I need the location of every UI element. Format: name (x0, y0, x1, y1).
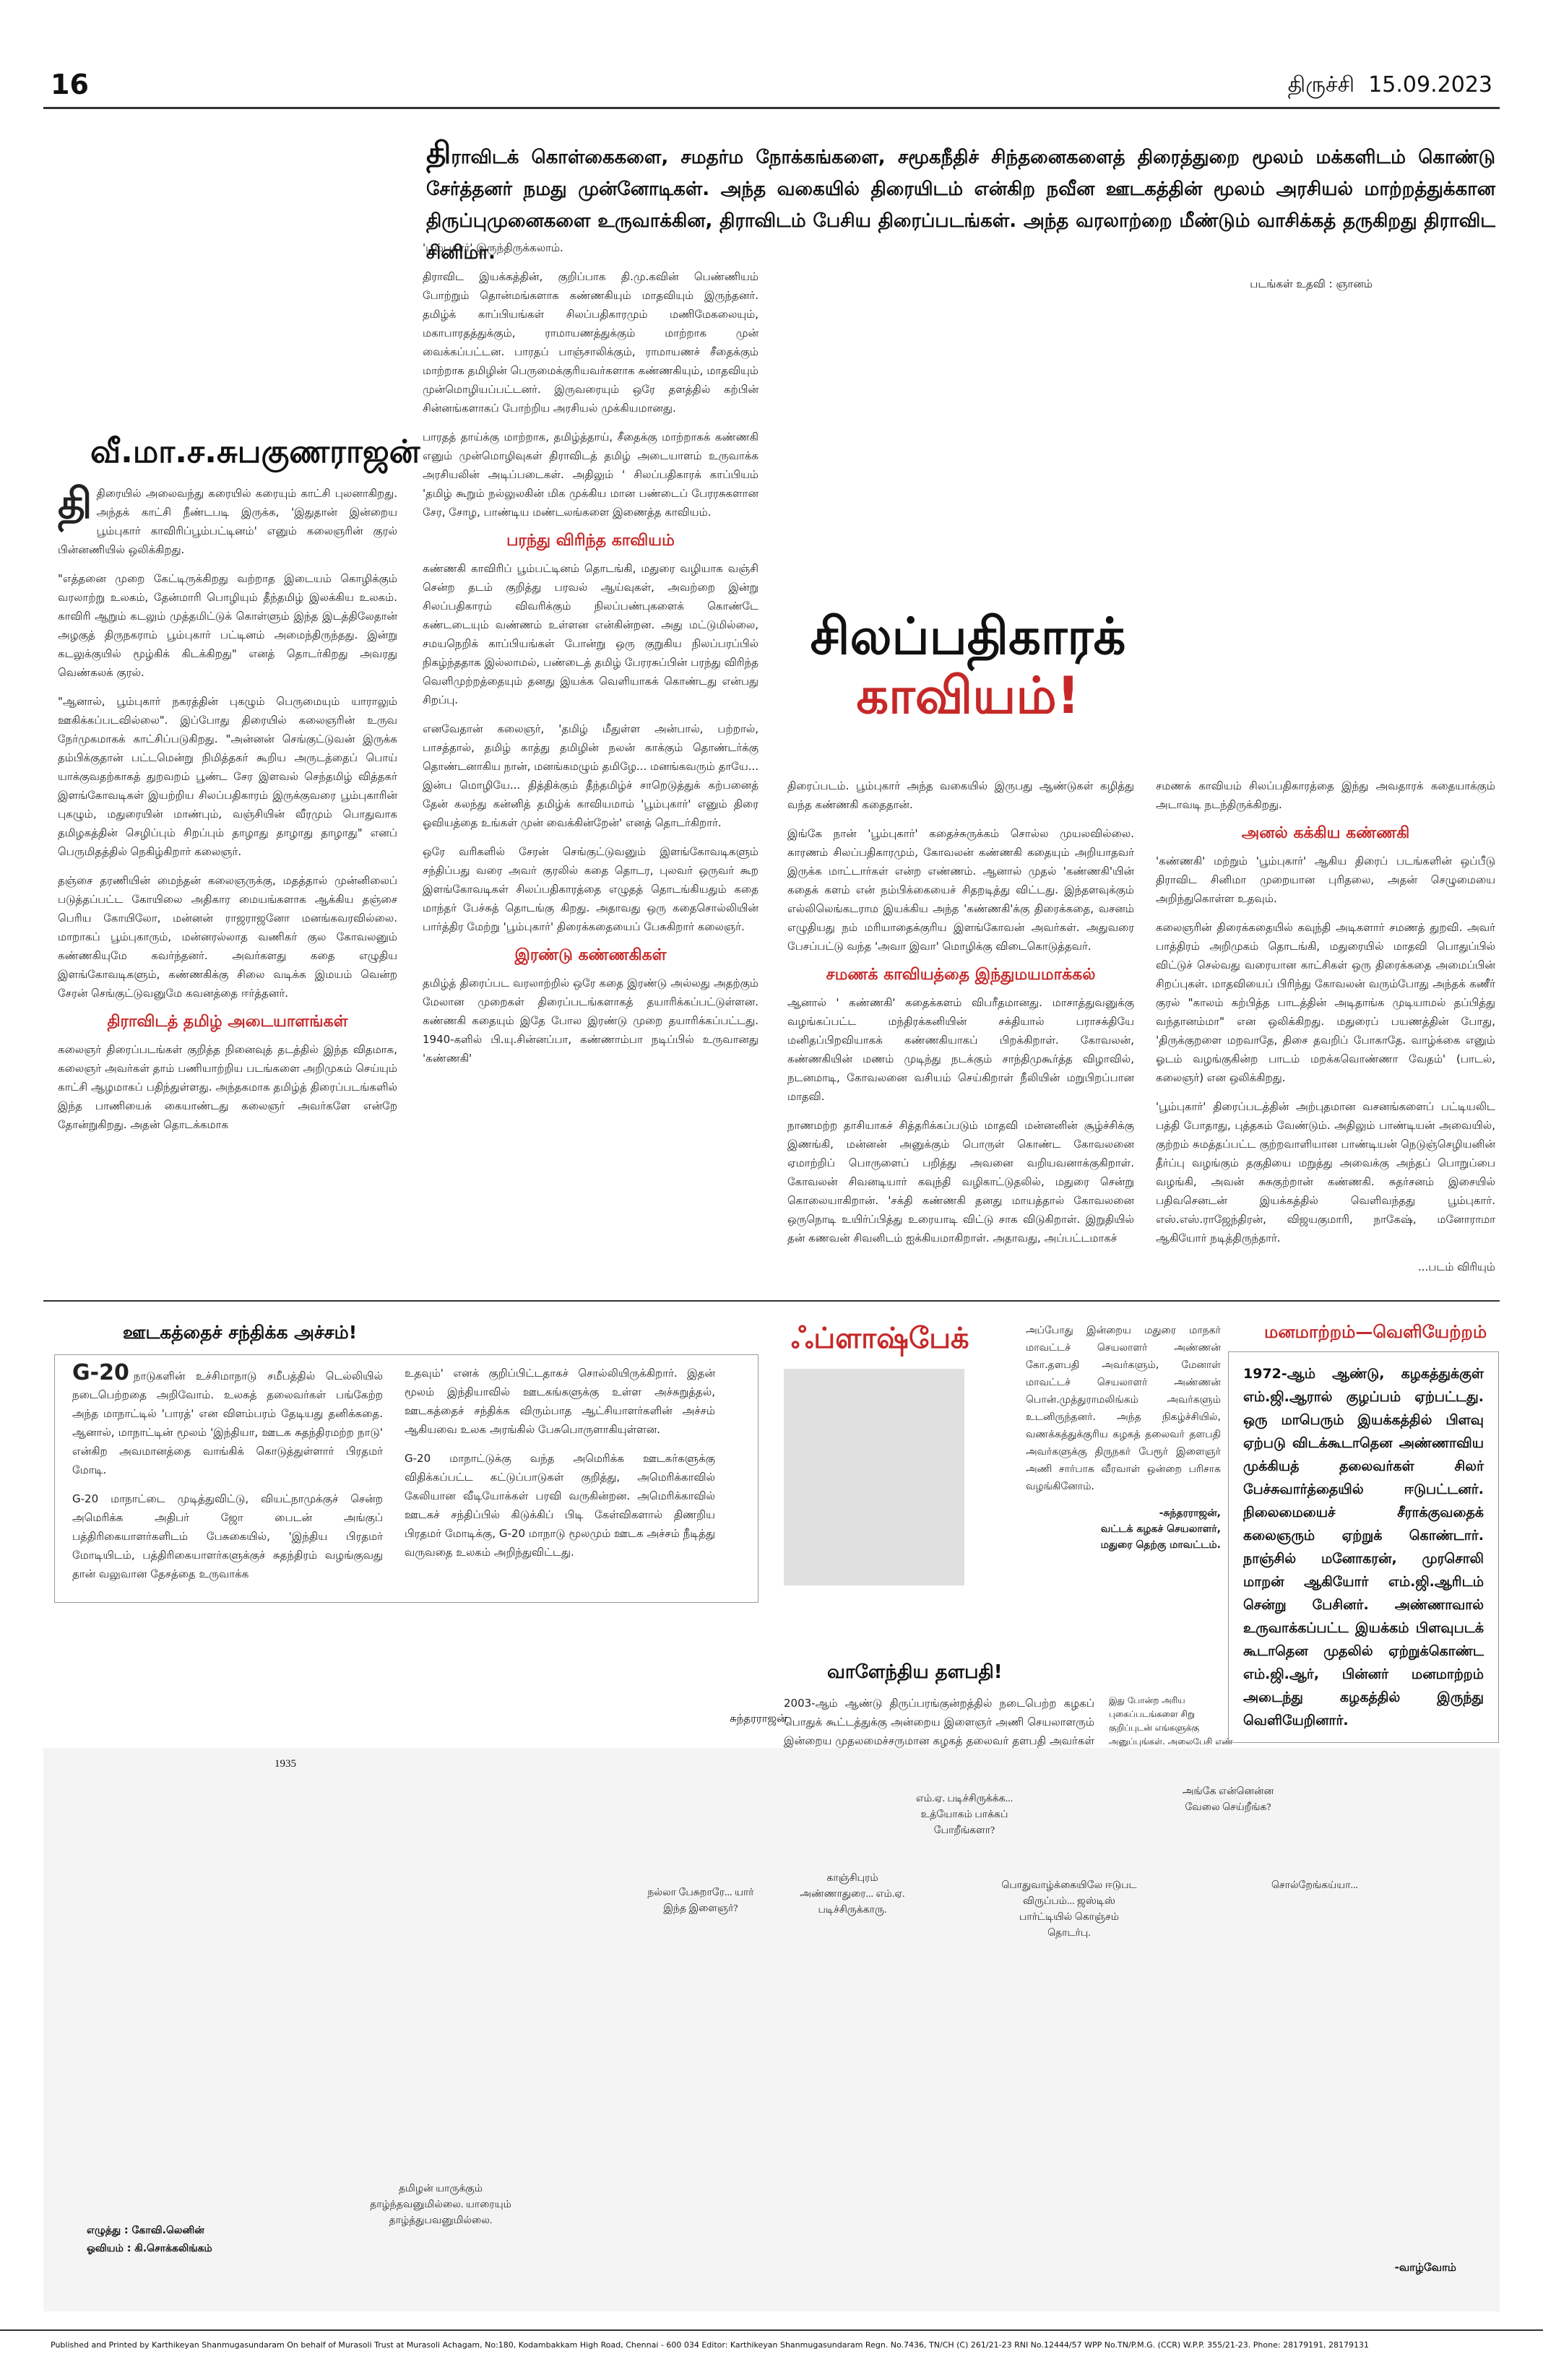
subhead-hinduisation: சமணக் காவியத்தை இந்துமயமாக்கல் (826, 966, 1096, 984)
speech-bubble-3: எம்.ஏ. படிச்சிருக்க்க... உத்யோகம் பாக்கப… (915, 1793, 1013, 1836)
imprint-line: Published and Printed by Karthikeyan Sha… (51, 2340, 1370, 2350)
edition-city: திருச்சி (1287, 72, 1355, 98)
speech-bubble-5: அங்கே என்னென்ன வேலை செய்றீங்க? (1182, 1786, 1274, 1813)
column-1: திதிரையில் அலைவந்து கரையில் கரையும் காட்… (58, 479, 397, 1144)
speech-bubble-2: காஞ்சிபுரம் அண்ணாதுரை... எம்.ஏ. படிச்சிர… (800, 1873, 905, 1916)
right-sidebar-text: 1972-ஆம் ஆண்டு, கழகத்துக்குள் எம்.ஜி.ஆரா… (1243, 1366, 1484, 1728)
intro-text: ராவிடக் கொள்கைகளை, சமதர்ம நோக்கங்களை, சம… (426, 147, 1495, 264)
right-sidebar: மனமாற்றம்—வெளியேற்றம் 1972-ஆம் ஆண்டு, கழ… (1228, 1322, 1499, 1743)
headline-line-2: காவியம்! (856, 666, 1080, 725)
col1-para-5: கலைஞர் திரைப்படங்கள் குறித்த நினைவுத் தட… (58, 1043, 397, 1131)
subhead-two-kannagis: இரண்டு கண்ணகிகள் (514, 946, 667, 964)
col1-para-3: "ஆனால், பூம்புகார் நகரத்தின் புகழும் பெர… (58, 695, 397, 858)
flashback-photo (784, 1369, 964, 1585)
col2-para-7: தமிழ்த் திரைப்பட வரலாற்றில் ஒரே கதை இரண்… (423, 977, 758, 1065)
subhead-dravidian-identity: திராவிடத் தமிழ் அடையாளங்கள் (107, 1013, 348, 1031)
col4-para-2: 'கண்ணகி' மற்றும் 'பூம்புகார்' ஆகிய திரைப… (1156, 854, 1495, 905)
comic-credit-artist: ஓவியம் : கி.சொக்கலிங்கம் (87, 2243, 212, 2254)
col2-para-2: திராவிட இயக்கத்தின், குறிப்பாக தி.மு.கவி… (423, 270, 758, 415)
speech-bubble-4: பொதுவாழ்க்கையிலே ஈடுபட விருப்பம்... ஜஸ்ட… (1001, 1880, 1137, 1939)
g20-title: ஊடகத்தைச் சந்திக்க அச்சம்! (123, 1322, 358, 1343)
g20-lead: G-20 (72, 1360, 129, 1385)
intro-block: திராவிடக் கொள்கைகளை, சமதர்ம நோக்கங்களை, … (426, 137, 1495, 292)
right-sidebar-title: மனமாற்றம்—வெளியேற்றம் (1264, 1322, 1487, 1342)
right-sidebar-box: 1972-ஆம் ஆண்டு, கழகத்துக்குள் எம்.ஜி.ஆரா… (1228, 1351, 1499, 1743)
column-3: திரைப்படம். பூம்புகார் அந்த வகையில் இருப… (787, 776, 1134, 1258)
author-byline: வீ.மா.ச.சுபகுணராஜன் (90, 433, 420, 470)
flashback-title-2: வாளேந்திய தளபதி! (827, 1661, 1003, 1683)
continued-note: ...படம் விரியும் (1417, 1260, 1495, 1273)
speech-bubble-7: தமிழன் யாருக்கும் தாழ்ந்தவனுமில்லை. யாரை… (370, 2184, 511, 2226)
issue-date: 15.09.2023 (1368, 72, 1492, 98)
photo-credit: படங்கள் உதவி : ஞானம் (1250, 277, 1373, 290)
comic-sign: -வாழ்வோம் (1394, 2261, 1456, 2274)
g20-col-2: உதவும்' எனக் குறிப்பிட்டதாகச் சொல்லியிரு… (405, 1367, 715, 1559)
edition-date: திருச்சி 15.09.2023 (1288, 72, 1492, 100)
column-2: 'பூம்புகார்' இருந்திருக்கலாம். திராவிட இ… (423, 238, 758, 1078)
speech-bubble-6: சொல்றேங்கய்யா... (1271, 1880, 1359, 1891)
intro-dropcap: தி (426, 135, 451, 170)
headline-line-1: சிலப்பதிகாரக் (810, 607, 1126, 666)
photo-caption: சுந்தரராஜன் (730, 1712, 787, 1725)
col2-para-3: பாரதத் தாய்க்கு மாற்றாக, தமிழ்த்தாய், சீ… (423, 430, 758, 519)
subhead-fiery-kannagi: அனல் கக்கிய கண்ணகி (1241, 824, 1410, 842)
col4-para-4: 'பூம்புகார்' திரைப்படத்தின் அற்புதமான வச… (1156, 1100, 1495, 1245)
flashback-quote: அப்போது இன்றைய மதுரை மாநகர் மாவட்டச் செய… (1026, 1325, 1221, 1551)
col1-para-2: "எத்தனை முறை கேட்டிருக்கிறது வற்றாத இடைய… (58, 572, 397, 679)
col4-para-3: கலைஞரின் திரைக்கதையில் கவுந்தி அடிகளார் … (1156, 921, 1495, 1084)
col1-para-1: திதிரையில் அலைவந்து கரையில் கரையும் காட்… (58, 479, 397, 556)
col3-para-3: ஆனால் ' கண்ணகி' கதைக்களம் விபரீதமானது. ம… (787, 996, 1134, 1103)
col1-para-4: தஞ்சை தரணியின் மைந்தன் கலைஞருக்கு, மதத்த… (58, 874, 397, 1000)
section-divider (43, 1300, 1500, 1302)
speech-bubble-1: நல்லா பேசுறாரே... யார் இந்த இளைஞர்? (647, 1887, 754, 1914)
subhead-epic: பரந்து விரிந்த காவியம் (506, 532, 675, 550)
col2-para-4: கண்ணகி காவிரிப் பூம்பட்டினம் தொடங்கி, மத… (423, 562, 758, 706)
col2-para-6: ஒரே வரிகளில் சேரன் செங்குட்டுவனும் இளங்க… (423, 845, 758, 933)
main-headline: சிலப்பதிகாரக் காவியம்! (787, 607, 1149, 725)
page-number: 16 (51, 69, 89, 100)
flashback-section: ஃப்ளாஷ்பேக் அப்போது இன்றைய மதுரை மாநகர் … (730, 1322, 1237, 1843)
col3-para-2: இங்கே நான் 'பூம்புகார்' கதைச்சுருக்கம் ச… (787, 827, 1134, 953)
footer-rule (0, 2329, 1543, 2331)
comic-credit-writer: எழுத்து : கோவி.லெனின் (87, 2225, 204, 2236)
comic-panel-area (43, 1748, 1500, 2311)
col2-para-1: 'பூம்புகார்' இருந்திருக்கலாம். (423, 241, 563, 254)
flashback-title: ஃப்ளாஷ்பேக் (791, 1322, 969, 1355)
comic-year: 1935 (275, 1758, 296, 1770)
dropcap: தி (58, 479, 92, 528)
header-rule (43, 107, 1500, 109)
col4-para-1: சமணக் காவியம் சிலப்பதிகாரத்தை இந்து அவதா… (1156, 779, 1495, 811)
col3-para-4: நாணமற்ற தாசியாகச் சித்தரிக்கப்படும் மாதவ… (787, 1119, 1134, 1245)
comic-strip: 1935 நல்லா பேசுறாரே... யார் இந்த இளைஞர்?… (43, 1748, 1500, 2311)
col3-para-1: திரைப்படம். பூம்புகார் அந்த வகையில் இருப… (787, 779, 1134, 811)
column-4: சமணக் காவியம் சிலப்பதிகாரத்தை இந்து அவதா… (1156, 776, 1495, 1276)
col2-para-5: எனவேதான் கலைஞர், 'தமிழ் மீதுள்ள அன்பால்,… (423, 722, 758, 829)
